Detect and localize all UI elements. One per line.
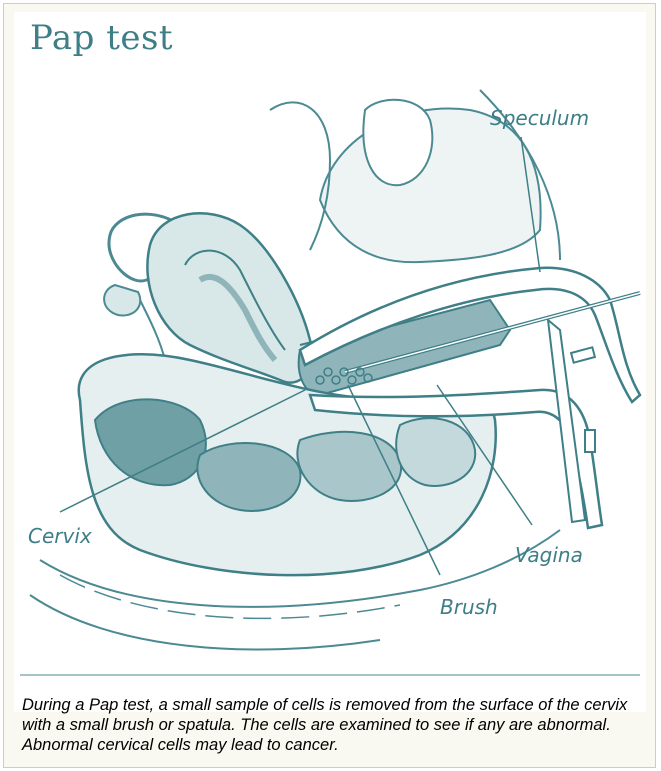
speculum-screw: [571, 347, 595, 362]
ovary: [104, 285, 140, 315]
upper-fold: [270, 102, 330, 250]
pap-test-illustration: [0, 0, 661, 690]
bowel-fold-4: [396, 418, 475, 486]
brush-label: Brush: [440, 595, 498, 619]
speculum-label: Speculum: [490, 106, 589, 130]
speculum-screw-2: [585, 430, 595, 452]
vagina-label: Vagina: [515, 543, 583, 567]
figure-caption: During a Pap test, a small sample of cel…: [22, 695, 647, 755]
pubic-bone: [363, 100, 432, 185]
cervix-label: Cervix: [28, 524, 92, 548]
spine-band: [60, 575, 400, 618]
